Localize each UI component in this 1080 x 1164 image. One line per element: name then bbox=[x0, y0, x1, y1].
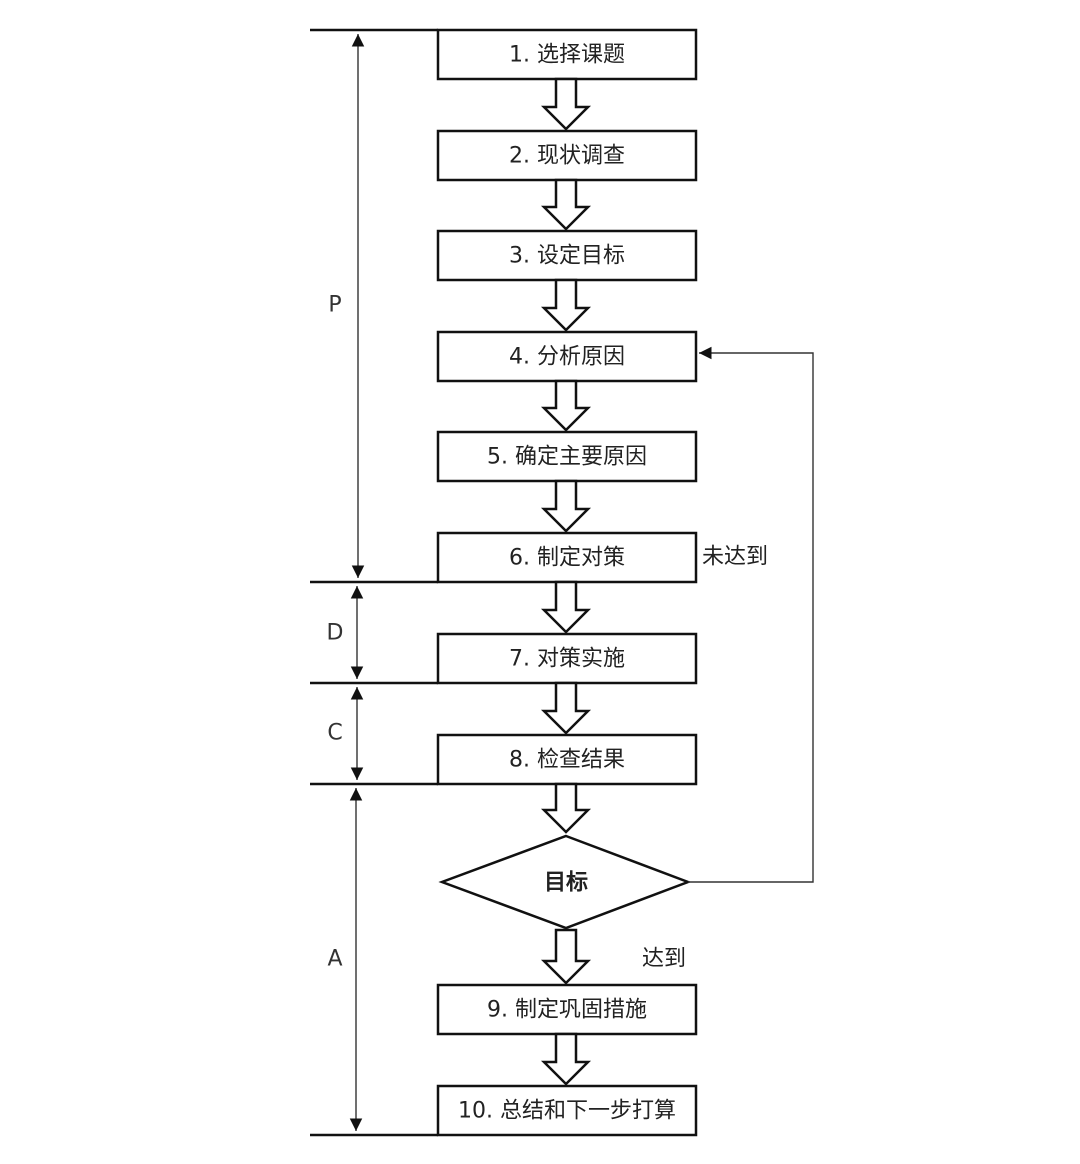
step-label-5: 5. 确定主要原因 bbox=[487, 445, 647, 470]
step-box-3: 3. 设定目标 bbox=[436, 229, 698, 282]
step-label-6: 6. 制定对策 bbox=[509, 546, 625, 571]
step-label-3: 3. 设定目标 bbox=[509, 244, 625, 269]
flow-arrow-9 bbox=[540, 928, 592, 985]
step-box-7: 7. 对策实施 bbox=[436, 632, 698, 685]
step-box-2: 2. 现状调查 bbox=[436, 129, 698, 182]
decision-diamond: 目标 bbox=[438, 834, 692, 930]
flow-arrow-2 bbox=[540, 178, 592, 231]
flow-arrow-1 bbox=[540, 77, 592, 131]
branch-label-reached: 达到 bbox=[642, 947, 686, 972]
decision-label: 目标 bbox=[544, 870, 588, 896]
flow-arrow-10 bbox=[540, 1032, 592, 1086]
step-label-8: 8. 检查结果 bbox=[509, 748, 625, 773]
step-label-1: 1. 选择课题 bbox=[509, 43, 625, 68]
step-box-6: 6. 制定对策 bbox=[436, 531, 698, 584]
step-label-10: 10. 总结和下一步打算 bbox=[458, 1099, 676, 1124]
step-label-7: 7. 对策实施 bbox=[509, 647, 625, 672]
step-label-9: 9. 制定巩固措施 bbox=[487, 998, 647, 1023]
flow-arrow-4 bbox=[540, 379, 592, 432]
step-box-9: 9. 制定巩固措施 bbox=[436, 983, 698, 1036]
step-box-5: 5. 确定主要原因 bbox=[436, 430, 698, 483]
flow-arrow-5 bbox=[540, 479, 592, 533]
step-box-1: 1. 选择课题 bbox=[436, 28, 698, 81]
step-label-4: 4. 分析原因 bbox=[509, 345, 625, 370]
step-box-4: 4. 分析原因 bbox=[436, 330, 698, 383]
phase-label-c: C bbox=[327, 721, 342, 746]
feedback-loop-line bbox=[688, 346, 814, 883]
flow-arrow-6 bbox=[540, 580, 592, 634]
step-box-8: 8. 检查结果 bbox=[436, 733, 698, 786]
phase-label-p: P bbox=[328, 293, 341, 318]
flow-arrow-8 bbox=[540, 782, 592, 834]
flow-arrow-3 bbox=[540, 278, 592, 332]
phase-label-d: D bbox=[327, 621, 344, 646]
step-label-2: 2. 现状调查 bbox=[509, 144, 625, 169]
step-box-10: 10. 总结和下一步打算 bbox=[436, 1084, 698, 1137]
flow-arrow-7 bbox=[540, 681, 592, 735]
branch-label-not-reached: 未达到 bbox=[702, 545, 768, 570]
phase-label-a: A bbox=[327, 947, 342, 972]
